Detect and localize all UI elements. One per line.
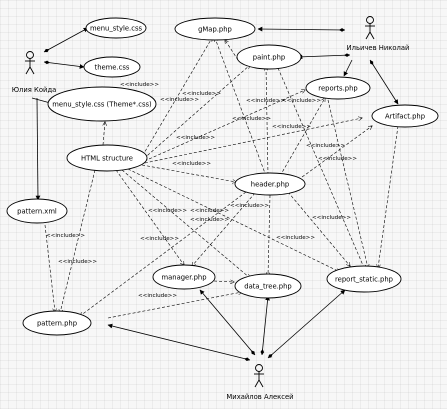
include-label: <<include>> [182,91,221,97]
link-manager-datatree [213,281,234,282]
associations [31,26,399,362]
include-label: <<include>> [190,208,229,214]
include-label: <<include>> [306,143,345,149]
link-html-gmap [139,38,212,161]
link-html-reportstatic [127,168,340,272]
use-case-artifact: Artifact.php [371,104,439,128]
use-case-label: Artifact.php [385,113,425,121]
link-html-patternphp [60,169,96,313]
include-label: <<include>> [230,203,269,209]
link-html-header [141,164,236,182]
link-html-datatree [121,169,250,278]
use-case-label: data_tree.php [244,283,291,291]
link-html-manager [115,169,184,265]
include-labels: <<include>> <<include>> <<include>> <<in… [46,82,357,299]
use-case-label: pattern.php [37,320,77,328]
link-html-paint [139,65,250,163]
link-paint-gmap [225,40,239,61]
assoc-aleksei-reportstatic [267,289,346,359]
use-case-pattern-xml: pattern.xml [6,198,68,224]
link-header-reports [279,98,325,177]
include-label: <<include>> [140,236,179,242]
assoc-yulia-menustyle [43,27,89,53]
use-case-label: menu_style.css (Theme*.css) [52,101,152,109]
include-label: <<include>> [138,293,177,299]
actor-yulia: Юлия Койда [12,51,57,94]
link-header-datatree [268,194,271,276]
include-label: <<include>> [46,233,85,239]
include-label: <<include>> [172,161,211,167]
include-label: <<include>> [246,98,285,104]
include-label: <<include>> [58,259,97,265]
include-label: <<include>> [120,82,159,88]
link-paint-reportstatic [277,67,365,270]
link-html-menustyletheme [103,122,105,146]
link-header-paint [266,67,269,176]
link-patternphp-datatree [107,292,242,319]
use-case-label: header.php [251,181,289,189]
include-label: <<include>> [176,135,215,141]
link-header-reportstatic [287,191,350,266]
actor-label: Михайлов Алексей [226,393,293,401]
use-case-label: report_static.php [335,276,393,284]
use-case-pattern-php: pattern.php [22,310,92,336]
use-case-data-tree: data_tree.php [234,273,302,299]
use-case-label: menu_style.css [90,25,143,33]
actor-label: Ильичев Николай [347,44,410,52]
assoc-yulia-patternxml [35,97,41,201]
use-case-reports: reports.php [305,76,371,100]
include-label: <<include>> [160,97,199,103]
link-artifact-reportstatic [378,125,399,268]
include-label: <<include>> [312,215,351,221]
link-html-artifact [139,118,362,165]
assoc-nikolai-gmap [257,26,346,32]
assoc-yulia-theme [43,60,85,69]
link-header-artifact [297,126,372,181]
use-case-gmap: gMap.php [174,17,256,41]
use-case-label: theme.css [95,64,130,72]
assoc-aleksei-patternphp [107,323,251,362]
assoc-aleksei-manager [199,289,256,356]
assoc-nikolai-artifact [369,59,399,105]
link-reports-reportstatic [327,99,368,268]
link-html-reports [139,90,305,164]
assoc-nikolai-paint [297,53,351,60]
include-label: <<include>> [272,124,311,130]
assoc-aleksei-datatree [260,295,270,356]
link-header-patternphp [80,191,247,316]
use-case-theme: theme.css [83,56,141,78]
use-case-label: HTML structure [81,155,133,163]
link-header-gmap [215,38,267,177]
use-case-header: header.php [234,172,306,196]
include-label: <<include>> [282,98,321,104]
include-label: <<include>> [318,156,357,162]
use-case-label: manager.php [161,274,206,282]
actor-label: Юлия Койда [12,86,57,94]
actor-aleksei: Михайлов Алексей [226,364,294,401]
include-label: <<include>> [148,208,187,214]
include-links [44,38,399,319]
use-case-menu-style: menu_style.css [85,17,147,39]
use-case-label: pattern.xml [17,208,57,216]
use-case-html-structure: HTML structure [66,144,148,172]
use-case-report-static: report_static.php [326,265,402,293]
use-case-label: paint.php [253,54,285,62]
link-header-manager [192,192,256,266]
link-patternxml-patternphp [44,224,55,312]
use-case-label: reports.php [318,85,357,93]
use-case-paint: paint.php [236,44,302,70]
include-label: <<include>> [276,235,315,241]
include-label: <<include>> [190,217,229,223]
assoc-nikolai-reports [343,59,353,77]
use-case-label: gMap.php [198,26,232,34]
use-case-manager: manager.php [152,264,216,290]
include-label: <<include>> [232,116,271,122]
actor-nikolai: Ильичев Николай [347,16,410,52]
use-case-menu-style-theme: menu_style.css (Theme*.css) [47,86,157,122]
